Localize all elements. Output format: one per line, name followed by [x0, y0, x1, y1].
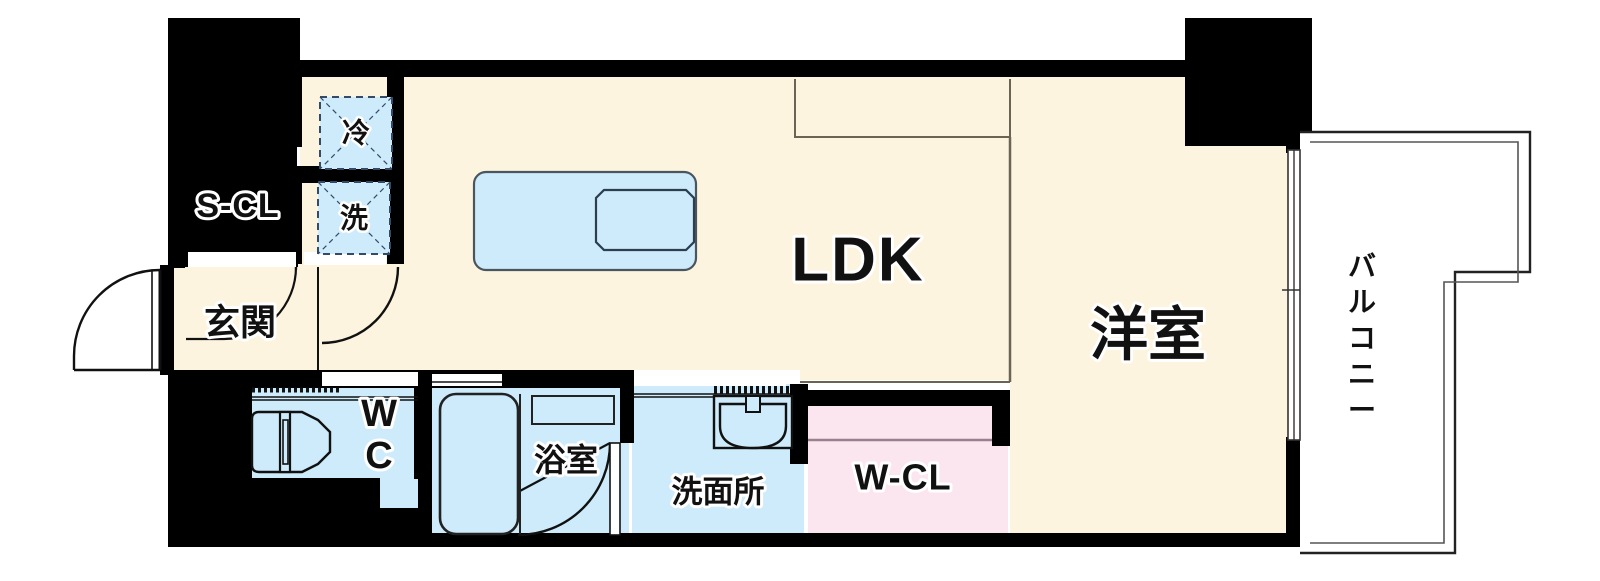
opening-washroom-slide: [634, 374, 786, 386]
room-labels: LDK 洋室 玄関 W C 浴室 洗面所 S-CL W-CL 冷 洗 バ ル コ…: [193, 115, 1378, 513]
room-label-wc-group: W C: [358, 390, 400, 480]
bath-door-leaf: [517, 442, 611, 493]
wall-bottom-outer: [168, 533, 1300, 547]
appliance-spaces: [317, 96, 393, 255]
ldk-alcove-outline: [794, 79, 1011, 138]
balcony-sliding-door[interactable]: [1282, 149, 1301, 441]
room-label-balcony: バ ル コ ニ ー: [1345, 248, 1378, 428]
entrance-door-arc: [72, 268, 161, 357]
balcony-outline: [1300, 130, 1532, 555]
walls: [160, 18, 1312, 547]
balcony-char-5: ー: [1348, 395, 1376, 426]
wall-wcl-top: [808, 390, 1010, 406]
balcony-char-4: ニ: [1348, 359, 1376, 390]
floor-yoshitsu: [1010, 135, 1300, 545]
opening-scl-door: [188, 252, 296, 267]
balcony-area: [1282, 130, 1532, 555]
room-label-ldk: LDK: [791, 226, 924, 295]
kitchen-counter-fixture: [472, 170, 698, 272]
floor-walk-in-closet: [808, 398, 1008, 544]
balcony-inner-line: [1310, 141, 1519, 544]
door-details: [72, 266, 790, 537]
wall-top-left-block: [168, 18, 300, 267]
wall-pillar-top-right: [1185, 18, 1312, 146]
appliance-label-washer: 洗: [340, 203, 368, 234]
toilet-fixture: [250, 410, 332, 474]
ldk-door-arc: [321, 266, 400, 345]
wall-scl-right: [285, 75, 302, 147]
balcony-char-3: コ: [1348, 323, 1376, 354]
room-label-yoshitsu: 洋室: [1090, 303, 1206, 368]
wall-right-lower: [1286, 437, 1300, 545]
wall-bottom-left-mass: [168, 375, 250, 545]
floor-wc-nook: [378, 478, 418, 508]
washer-space: [317, 181, 391, 255]
bath-shelf: [531, 395, 615, 425]
room-label-wc-line1: W: [361, 393, 397, 435]
wall-bath-right: [620, 370, 634, 443]
room-label-yokushitsu: 浴室: [534, 442, 598, 478]
opening-wc-slide: [322, 372, 418, 386]
room-label-senmenjo: 洗面所: [672, 475, 765, 510]
wall-bath-left: [418, 370, 432, 545]
room-label-shoe-closet: S-CL: [196, 187, 279, 225]
room-label-genkan: 玄関: [204, 302, 276, 343]
opening-bath-slide: [432, 374, 502, 386]
floor-genkan: [168, 265, 308, 375]
room-outlines: [794, 79, 1012, 383]
wall-washroom-right: [790, 384, 808, 464]
balcony-char-1: バ: [1348, 251, 1376, 282]
bath-door-arc: [517, 442, 612, 537]
wall-right-upper: [1286, 135, 1300, 153]
door-openings: [188, 252, 786, 386]
wall-wcl-post-right: [992, 390, 1010, 446]
opening-washer-bottom: [304, 252, 386, 265]
wall-top-ldk: [297, 60, 1185, 77]
wall-corridor-left-jamb: [160, 265, 174, 375]
vanity-sink-fixture: [712, 394, 794, 450]
fixtures: [250, 170, 794, 536]
bathtub-fixture: [438, 392, 521, 536]
appliance-label-refrigerator: 冷: [342, 118, 370, 149]
balcony-char-2: ル: [1348, 287, 1376, 318]
refrigerator-space: [319, 96, 393, 170]
genkan-door-arc: [223, 266, 298, 341]
room-label-walk-in-closet: W-CL: [854, 457, 951, 498]
bath-door-jamb: [609, 442, 621, 536]
wall-left-upper: [168, 18, 185, 268]
room-label-wc-line2: C: [365, 435, 392, 477]
